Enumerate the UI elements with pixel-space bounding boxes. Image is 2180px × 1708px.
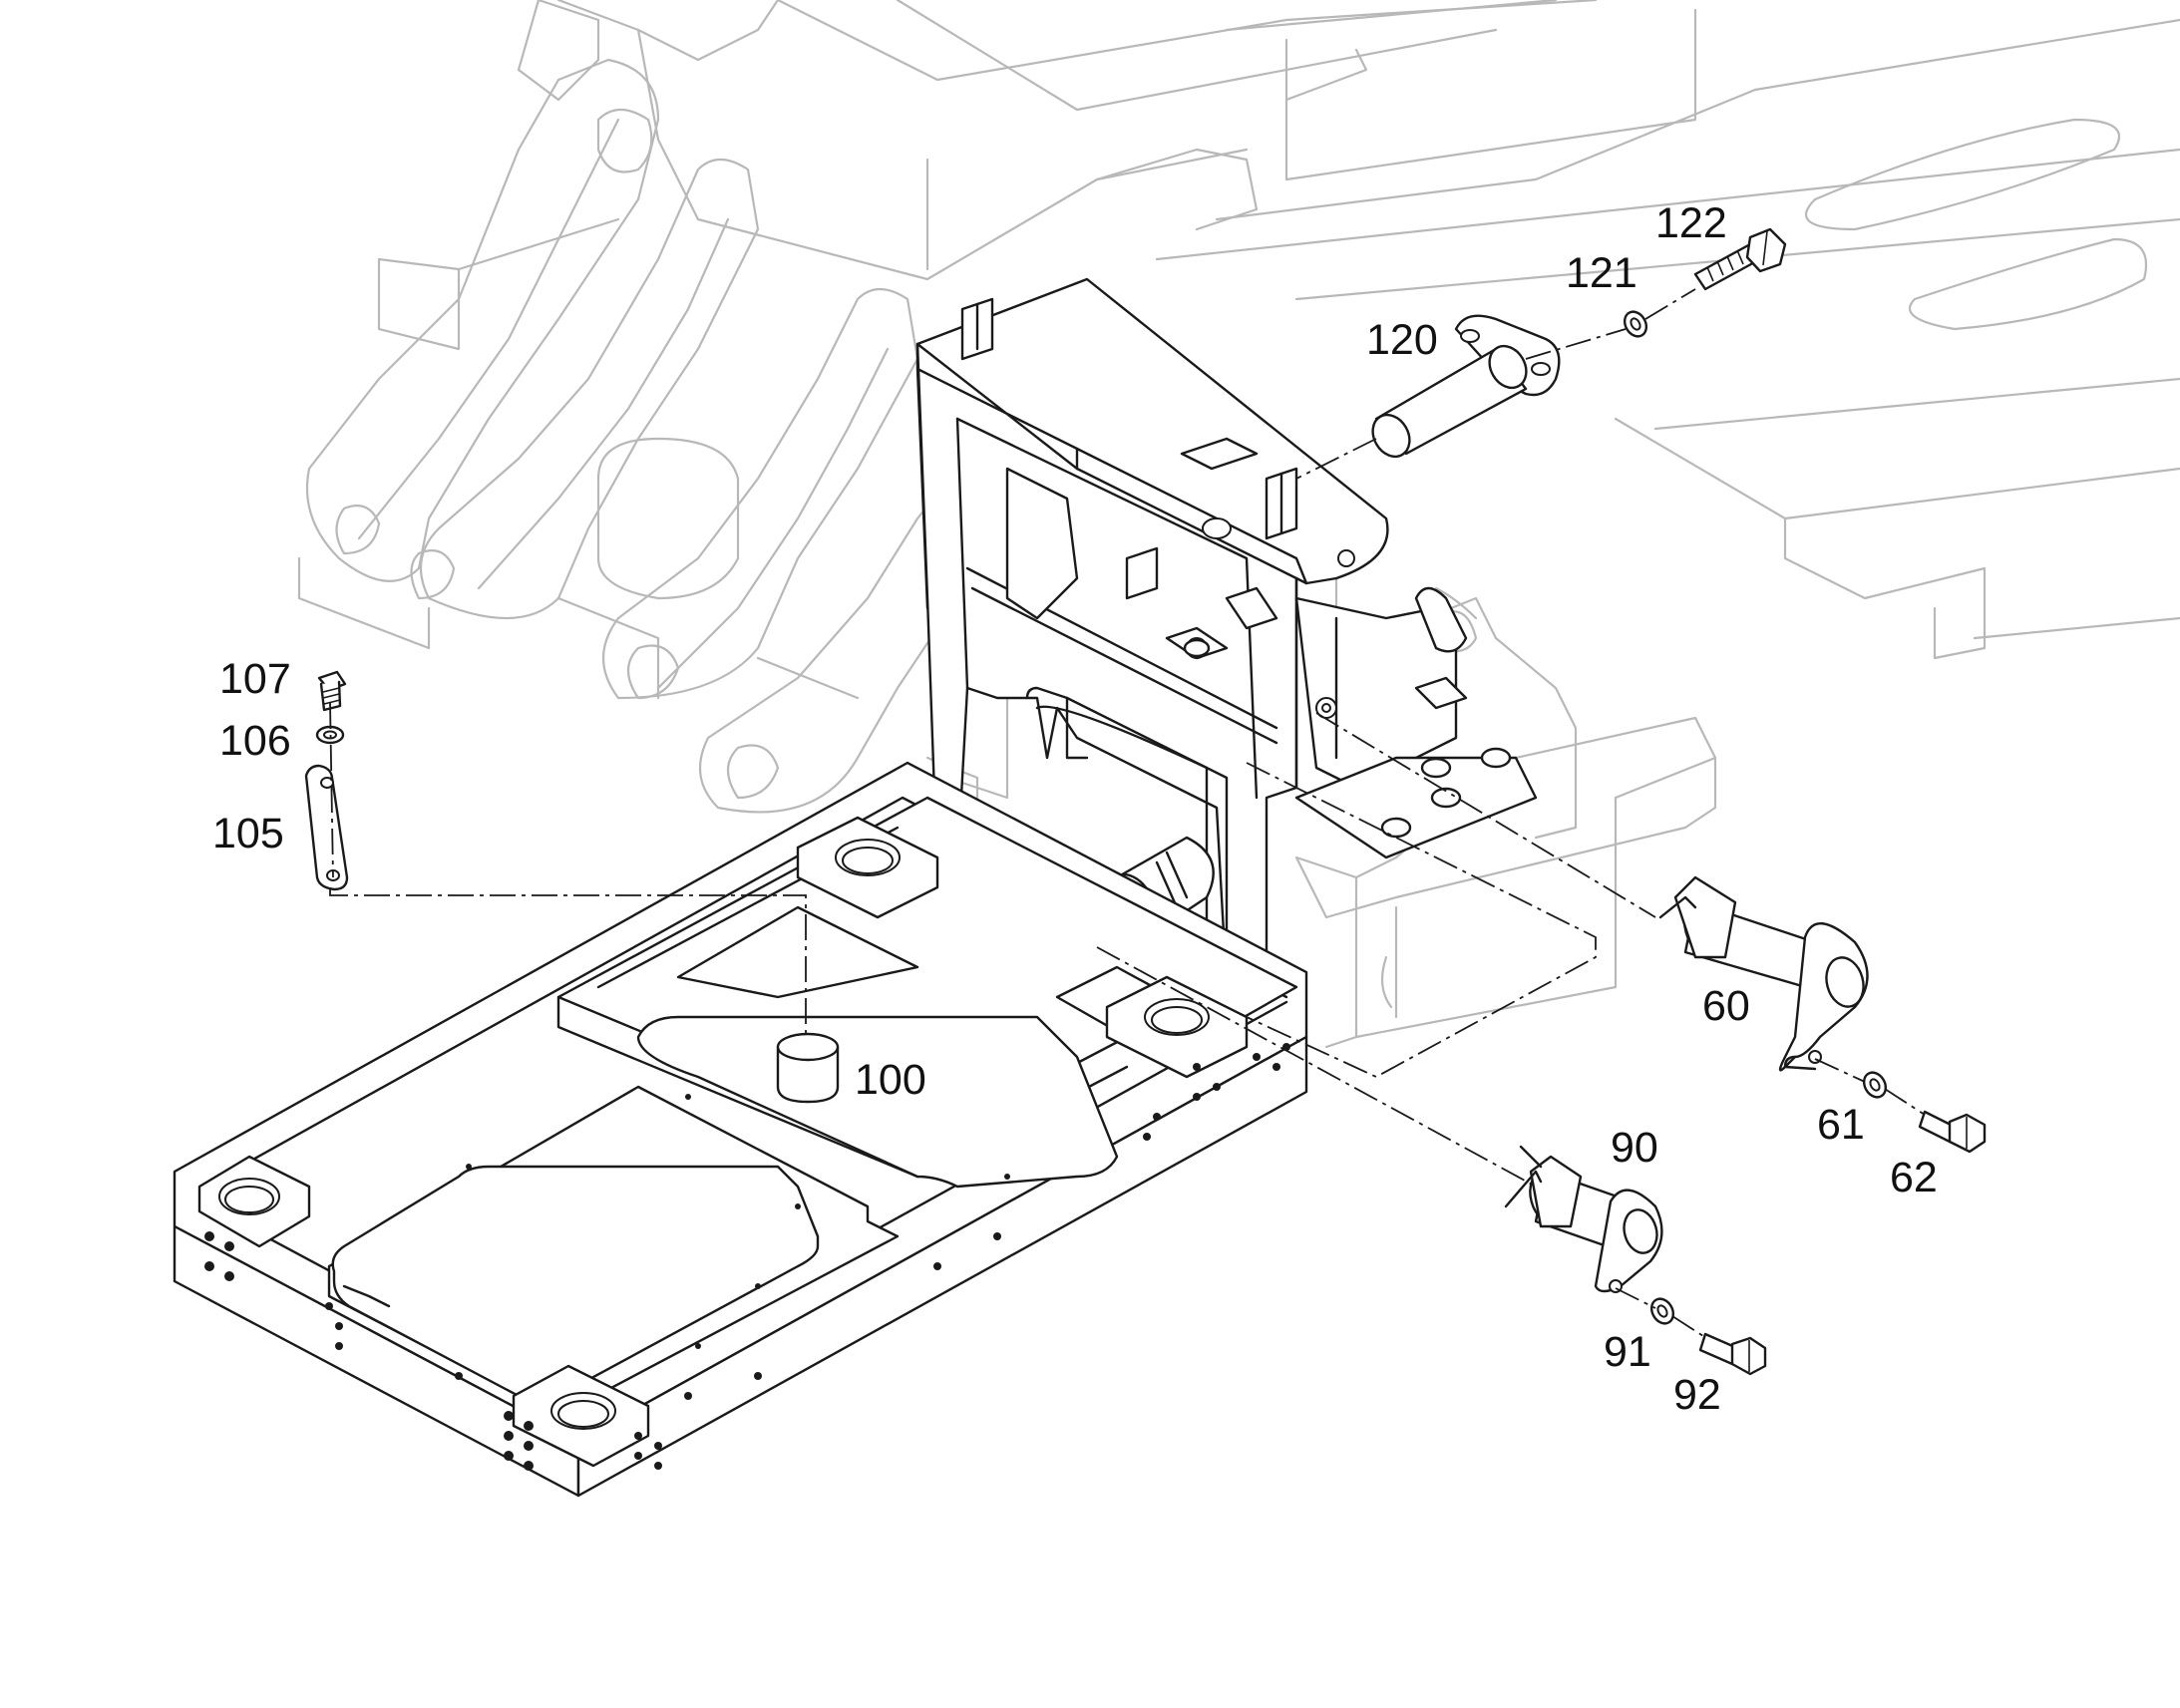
base-frame <box>173 761 1308 1498</box>
callout-91: 91 <box>1604 1328 1651 1376</box>
part-100-cushion <box>776 1032 840 1104</box>
part-121-washer <box>1623 310 1648 338</box>
part-61-washer <box>1862 1071 1888 1099</box>
part-92-bolt <box>1698 1332 1767 1376</box>
callout-105: 105 <box>212 810 284 857</box>
callout-106: 106 <box>219 717 291 765</box>
part-122-bolt <box>1693 227 1787 291</box>
callout-92: 92 <box>1673 1371 1721 1419</box>
part-90-pin-assembly <box>1504 1145 1663 1293</box>
part-62-bolt <box>1918 1110 1987 1154</box>
part-60-pin-assembly <box>1658 875 1869 1072</box>
callout-107: 107 <box>219 655 291 703</box>
part-106-washer <box>315 725 345 745</box>
callout-62: 62 <box>1890 1154 1938 1201</box>
part-105-link <box>304 764 349 891</box>
callout-121: 121 <box>1566 249 1637 297</box>
callout-60: 60 <box>1702 982 1750 1030</box>
callout-120: 120 <box>1366 316 1438 364</box>
assembly-leader-lines <box>329 288 1926 1337</box>
callout-90: 90 <box>1611 1124 1658 1172</box>
part-91-washer <box>1649 1297 1675 1325</box>
callout-122: 122 <box>1655 199 1727 247</box>
upright-frame <box>915 277 1538 989</box>
part-120-pin <box>1371 314 1561 459</box>
callout-100: 100 <box>855 1056 926 1104</box>
part-107-bolt <box>317 670 347 712</box>
callout-61: 61 <box>1817 1101 1865 1149</box>
